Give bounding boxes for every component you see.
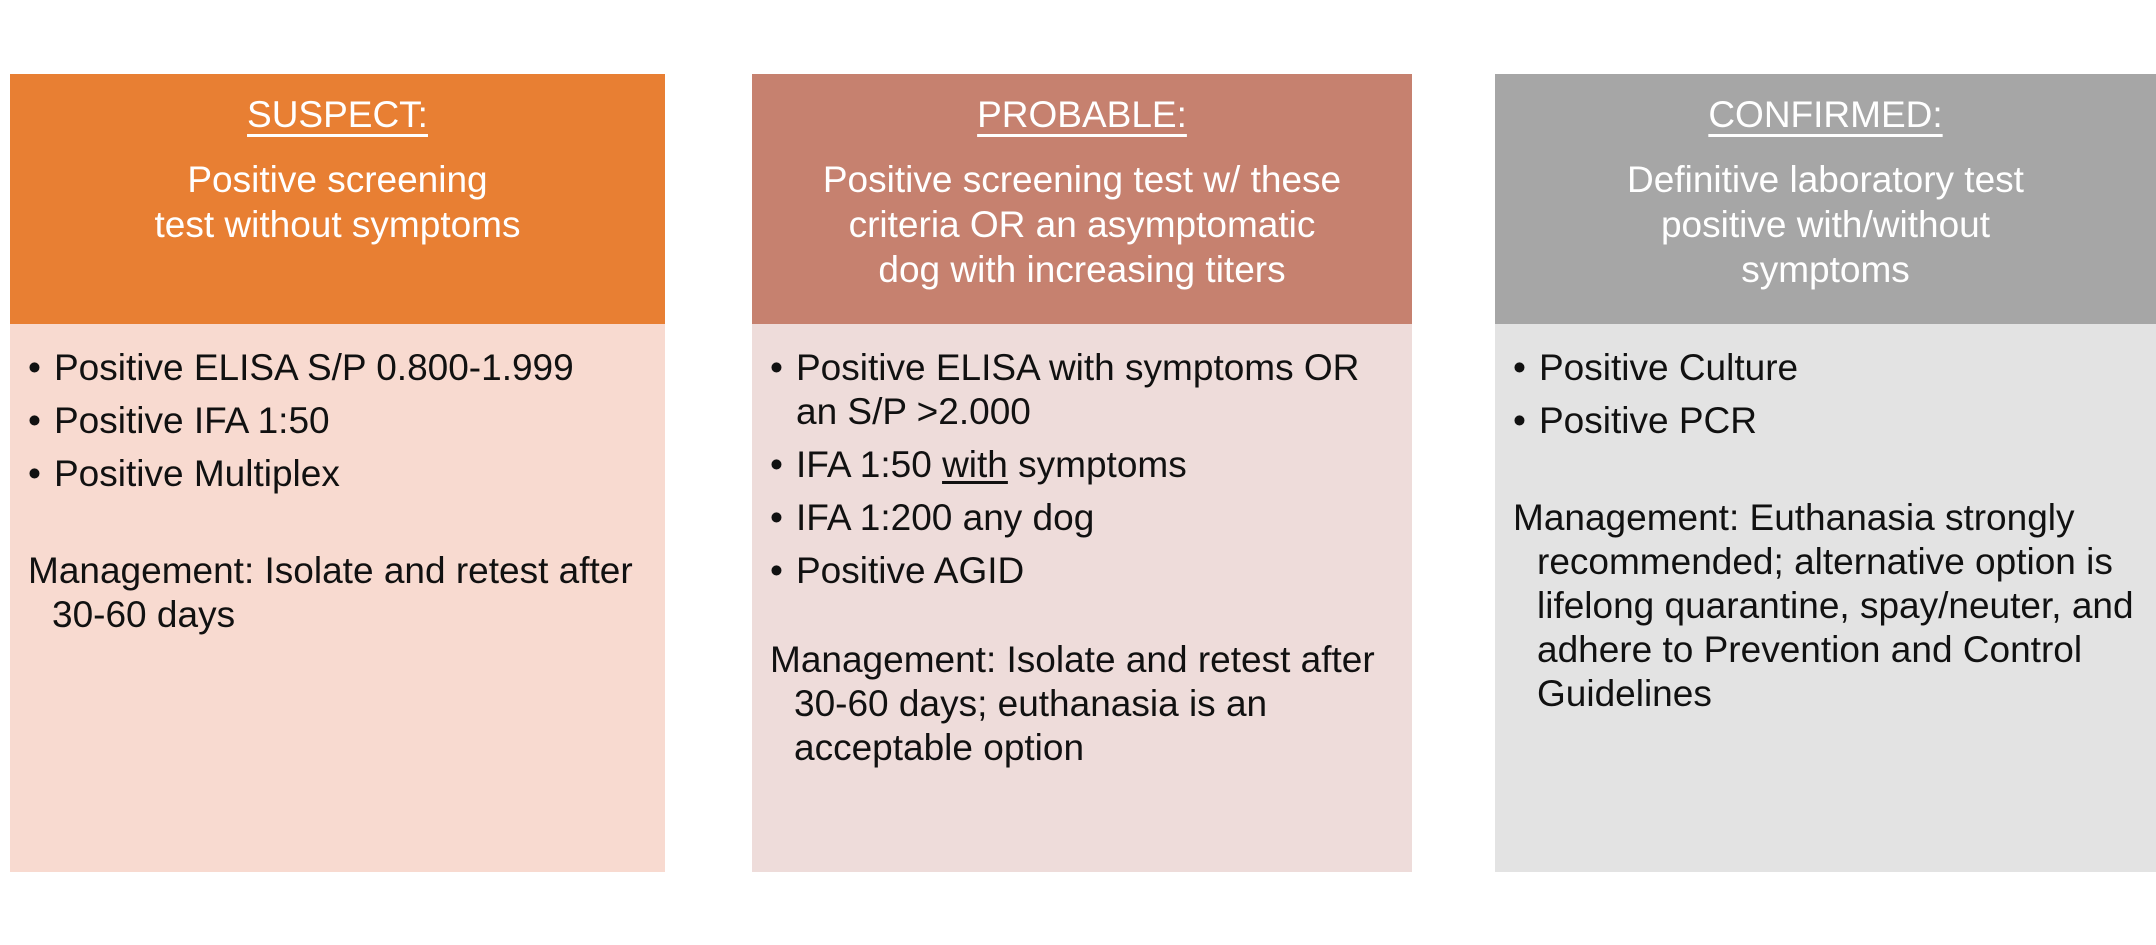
column-probable-bullet-list: Positive ELISA with symptoms OR an S/P >… <box>770 346 1396 593</box>
spacer <box>770 602 1396 638</box>
column-confirmed: CONFIRMED: Definitive laboratory test po… <box>1495 74 2156 872</box>
column-suspect-title: SUSPECT: <box>247 94 428 135</box>
column-confirmed-bullet-list: Positive Culture Positive PCR <box>1513 346 2140 443</box>
list-item: IFA 1:200 any dog <box>770 496 1396 540</box>
column-suspect-subtitle: Positive screening test without symptoms <box>154 157 520 247</box>
column-suspect-header: SUSPECT: Positive screening test without… <box>10 74 665 324</box>
list-item: Positive AGID <box>770 549 1396 593</box>
column-probable-subtitle-line-2: criteria OR an asymptomatic <box>848 203 1316 245</box>
column-probable-title: PROBABLE: <box>977 94 1187 135</box>
column-suspect-subtitle-line-2: test without symptoms <box>154 203 521 245</box>
column-confirmed-header: CONFIRMED: Definitive laboratory test po… <box>1495 74 2156 324</box>
management-text: Management: Euthanasia strongly recommen… <box>1513 497 2134 715</box>
list-item: Positive ELISA S/P 0.800-1.999 <box>28 346 649 390</box>
list-item: Positive ELISA with symptoms OR an S/P >… <box>770 346 1396 434</box>
emphasis-word: with <box>942 444 1008 486</box>
column-confirmed-subtitle-line-1: Definitive laboratory test <box>1627 158 2024 200</box>
spacer <box>28 505 649 549</box>
management-text: Management: Isolate and retest after 30-… <box>28 550 633 636</box>
column-confirmed-body: Positive Culture Positive PCR Management… <box>1495 324 2156 872</box>
column-probable-subtitle: Positive screening test w/ these criteri… <box>823 157 1341 292</box>
list-item: Positive IFA 1:50 <box>28 399 649 443</box>
list-item: Positive Multiplex <box>28 452 649 496</box>
column-confirmed-title: CONFIRMED: <box>1708 94 1943 135</box>
spacer <box>1513 452 2140 496</box>
management-text: Management: Isolate and retest after 30-… <box>770 639 1375 769</box>
list-item-text: IFA 1:50 with symptoms <box>796 444 1187 486</box>
column-confirmed-subtitle: Definitive laboratory test positive with… <box>1627 157 2024 292</box>
list-item: Positive Culture <box>1513 346 2140 390</box>
list-item: Positive PCR <box>1513 399 2140 443</box>
column-probable-subtitle-line-3: dog with increasing titers <box>878 249 1286 291</box>
column-confirmed-subtitle-line-3: symptoms <box>1741 249 1910 291</box>
list-item: IFA 1:50 with symptoms <box>770 443 1396 487</box>
column-suspect-body: Positive ELISA S/P 0.800-1.999 Positive … <box>10 324 665 872</box>
column-probable-subtitle-line-1: Positive screening test w/ these <box>822 158 1342 200</box>
column-confirmed-subtitle-line-2: positive with/without <box>1660 203 1991 245</box>
column-probable-body: Positive ELISA with symptoms OR an S/P >… <box>752 324 1412 872</box>
column-suspect-management: Management: Isolate and retest after 30-… <box>28 549 649 637</box>
column-probable-management: Management: Isolate and retest after 30-… <box>770 638 1396 770</box>
column-probable-header: PROBABLE: Positive screening test w/ the… <box>752 74 1412 324</box>
column-probable: PROBABLE: Positive screening test w/ the… <box>752 74 1412 872</box>
column-suspect-bullet-list: Positive ELISA S/P 0.800-1.999 Positive … <box>28 346 649 496</box>
column-suspect-subtitle-line-1: Positive screening <box>187 158 488 200</box>
column-suspect: SUSPECT: Positive screening test without… <box>10 74 665 872</box>
column-confirmed-management: Management: Euthanasia strongly recommen… <box>1513 496 2140 716</box>
